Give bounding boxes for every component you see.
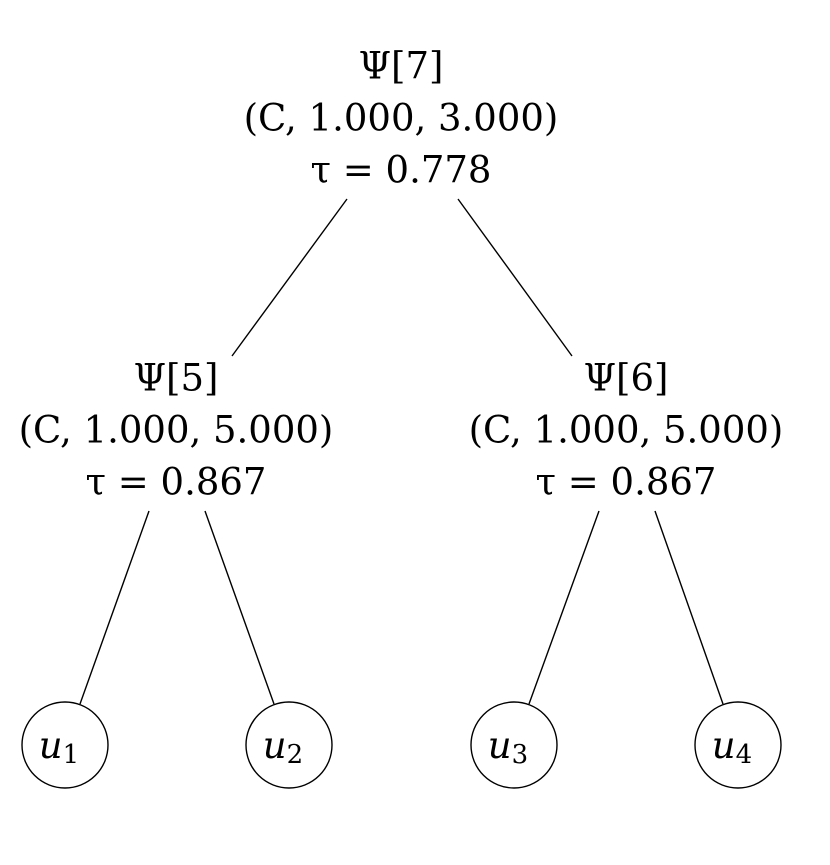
leaf-label: u3 (488, 724, 528, 771)
edge-n5-to-u1 (79, 510, 150, 705)
edge-n7-to-n6 (457, 198, 573, 357)
leaf-label: u4 (712, 724, 752, 771)
node-psi-label: Ψ[6] (584, 357, 669, 400)
leaf-node-u1: u1 (21, 701, 109, 789)
leaf-subscript: 1 (63, 740, 80, 770)
node-tau-label: τ = 0.778 (311, 149, 492, 192)
leaf-variable: u (488, 724, 512, 767)
node-psi-label: Ψ[7] (359, 45, 444, 88)
leaf-circle (21, 701, 109, 789)
leaf-variable: u (39, 724, 63, 767)
node-tau-label: τ = 0.867 (536, 461, 717, 504)
leaf-node-u4: u4 (694, 701, 782, 789)
edge-n5-to-u2 (204, 510, 275, 705)
leaf-circle (245, 701, 333, 789)
leaf-subscript: 2 (287, 740, 304, 770)
edges-layer (79, 198, 724, 705)
edge-n6-to-u4 (654, 510, 724, 705)
leaf-label: u2 (263, 724, 303, 771)
leaf-node-u2: u2 (245, 701, 333, 789)
node-psi-label: Ψ[5] (134, 357, 219, 400)
leaf-subscript: 3 (512, 740, 529, 770)
leaf-subscript: 4 (736, 740, 753, 770)
leaf-variable: u (712, 724, 736, 767)
leaf-circle (694, 701, 782, 789)
leaf-variable: u (263, 724, 287, 767)
node-tuple-label: (C, 1.000, 5.000) (469, 409, 784, 452)
tree-node-n5: Ψ[5] (C, 1.000, 5.000) τ = 0.867 (19, 357, 334, 504)
edge-n6-to-u3 (528, 510, 600, 705)
tree-node-n6: Ψ[6] (C, 1.000, 5.000) τ = 0.867 (469, 357, 784, 504)
node-tuple-label: (C, 1.000, 3.000) (244, 97, 559, 140)
leaf-circle (470, 701, 558, 789)
leaf-node-u3: u3 (470, 701, 558, 789)
node-tuple-label: (C, 1.000, 5.000) (19, 409, 334, 452)
node-tau-label: τ = 0.867 (86, 461, 267, 504)
tree-node-n7: Ψ[7] (C, 1.000, 3.000) τ = 0.778 (244, 45, 559, 192)
edge-n7-to-n5 (231, 198, 348, 357)
leaf-label: u1 (39, 724, 79, 771)
